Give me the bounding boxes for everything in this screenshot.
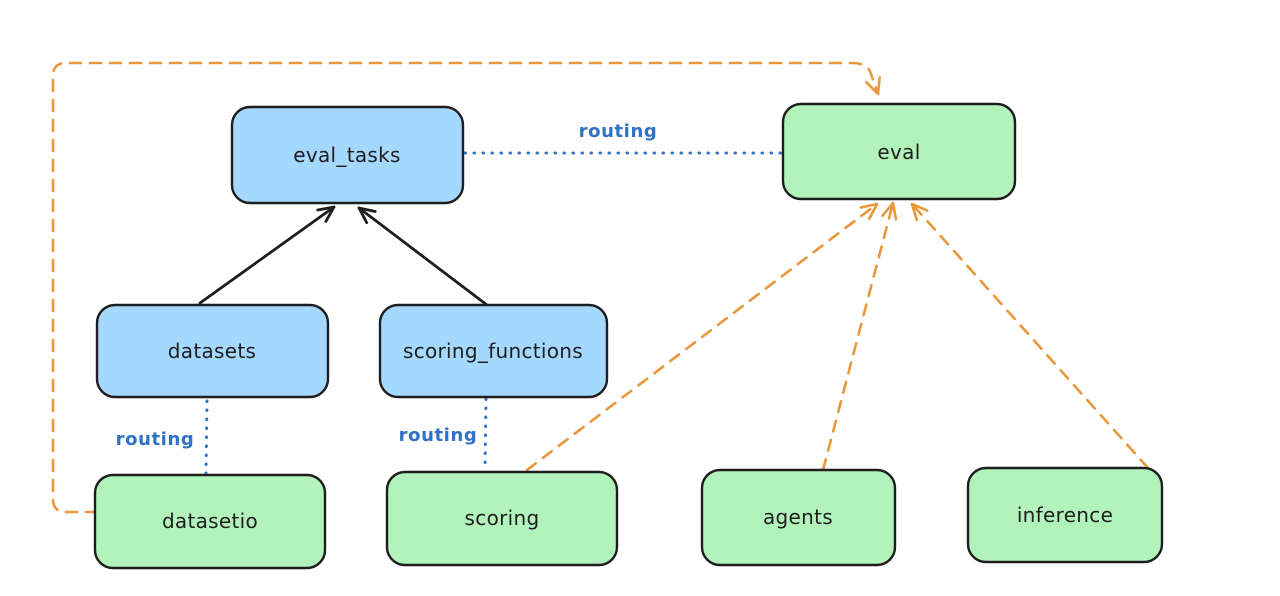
- node-scoring-functions-box: [378, 303, 609, 399]
- node-eval-tasks-box: [230, 105, 465, 205]
- edge-label-routing-datasets: routing: [116, 429, 195, 450]
- node-scoring-functions-label: scoring_functions: [403, 339, 583, 363]
- node-scoring-box: [385, 470, 619, 567]
- edge-scoring-to-eval: [525, 202, 879, 472]
- node-scoring-label: scoring: [465, 506, 540, 530]
- edge-inference-to-eval: [910, 202, 1150, 470]
- node-scoring: scoring: [385, 470, 619, 567]
- node-datasetio-box: [93, 473, 327, 570]
- node-agents: agents: [700, 468, 897, 567]
- edge-label-routing-scoring: routing: [399, 425, 478, 446]
- node-inference-box: [966, 466, 1164, 564]
- node-datasets-box: [95, 303, 330, 399]
- node-eval-tasks: eval_tasks: [230, 105, 465, 205]
- node-datasetio: datasetio: [93, 473, 327, 570]
- edge-datasets-to-datasetio: [204, 399, 209, 475]
- node-inference: inference: [966, 466, 1164, 564]
- node-eval-box: [781, 102, 1017, 201]
- node-eval-label: eval: [877, 140, 920, 164]
- node-datasets: datasets: [95, 303, 330, 399]
- node-datasets-label: datasets: [168, 339, 256, 363]
- edge-agents-to-eval: [821, 201, 898, 472]
- node-agents-box: [700, 468, 897, 567]
- node-eval: eval: [781, 102, 1017, 201]
- edge-datasetio-to-eval: [51, 61, 881, 514]
- node-agents-label: agents: [763, 505, 833, 529]
- node-datasetio-label: datasetio: [162, 509, 258, 533]
- node-scoring-functions: scoring_functions: [378, 303, 609, 399]
- edge-datasets-to-eval-tasks: [198, 205, 336, 305]
- node-eval-tasks-label: eval_tasks: [293, 143, 400, 167]
- edge-label-routing-top: routing: [579, 121, 658, 142]
- edge-scoring-functions-to-scoring: [483, 397, 488, 472]
- node-inference-label: inference: [1017, 503, 1113, 527]
- edge-scoring-functions-to-eval-tasks: [357, 206, 489, 307]
